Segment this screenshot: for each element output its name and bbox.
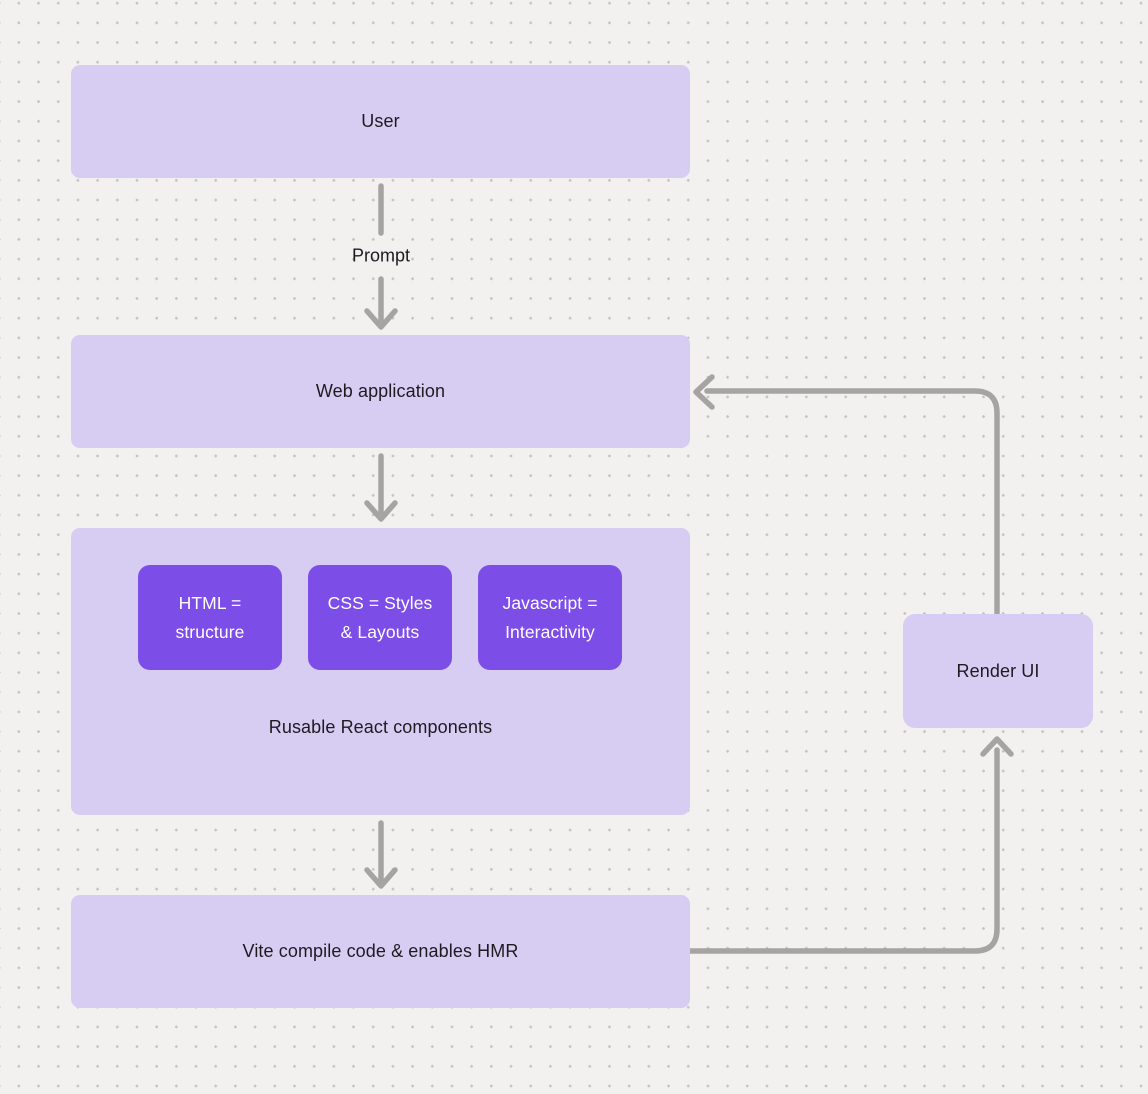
subnode-css[interactable]: CSS = Styles & Layouts (308, 565, 452, 670)
arrow-web-application-to-components (364, 453, 398, 522)
subnode-css-label-line2: & Layouts (340, 621, 420, 642)
subnode-javascript[interactable]: Javascript = Interactivity (478, 565, 622, 670)
edge-label-prompt: Prompt (351, 245, 411, 266)
node-render-ui[interactable]: Render UI (903, 614, 1093, 728)
subnode-html[interactable]: HTML = structure (138, 565, 282, 670)
node-user-label: User (361, 111, 400, 131)
arrow-prompt-to-web-application (364, 276, 398, 330)
components-group-caption: Rusable React components (268, 717, 493, 737)
subnode-html-label-line1: HTML = (178, 592, 242, 613)
node-render-ui-label: Render UI (956, 660, 1040, 681)
node-components-group[interactable]: HTML = structure CSS = Styles & Layouts … (71, 528, 690, 815)
node-web-application[interactable]: Web application (71, 335, 690, 448)
subnode-javascript-label-line1: Javascript = (502, 592, 598, 613)
subnode-html-label-line2: structure (175, 621, 245, 642)
subnode-javascript-label-line2: Interactivity (505, 621, 595, 642)
node-user[interactable]: User (71, 65, 690, 178)
subnode-css-label-line1: CSS = Styles (327, 592, 433, 613)
node-vite-label: Vite compile code & enables HMR (242, 941, 519, 961)
arrow-render-ui-to-web-application (693, 374, 1000, 616)
node-vite[interactable]: Vite compile code & enables HMR (71, 895, 690, 1008)
node-web-application-label: Web application (315, 381, 446, 401)
arrow-components-to-vite (364, 820, 398, 889)
arrow-vite-to-render-ui (687, 736, 1014, 954)
